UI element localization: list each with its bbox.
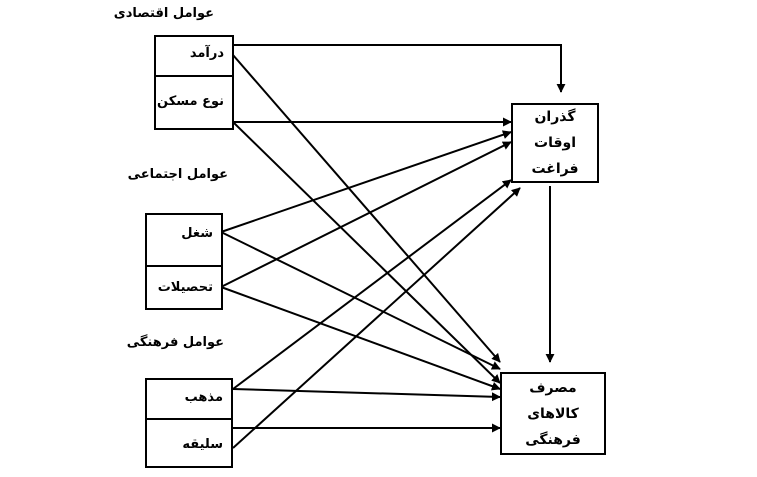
social-factors-box: شغل تحصیلات [145, 213, 223, 310]
cultural-factors-box: مذهب سلیقه [145, 378, 233, 468]
cultural-goods-consumption-box: مصرف کالاهای فرهنگی [500, 372, 606, 455]
consumption-line-1: مصرف کالاهای [527, 379, 579, 422]
factor-job: شغل [181, 226, 213, 241]
consumption-line-2: فرهنگی [525, 431, 581, 448]
arrow-job-to-consumption [220, 231, 501, 370]
arrow-religion-to-consumption [232, 388, 501, 402]
factor-taste: سلیقه [147, 418, 231, 468]
arrow-education-to-consumption [220, 286, 501, 391]
arrow-income-to-consumption [232, 54, 501, 363]
leisure-line-1: گذران اوقات [534, 109, 576, 151]
factor-income: درآمد [189, 46, 224, 61]
arrow-job-to-leisure [220, 130, 512, 233]
factor-education: تحصیلات [147, 265, 221, 310]
factor-housing-type: نوع مسکن [156, 75, 232, 130]
arrow-taste-to-leisure [232, 187, 521, 449]
group-title-social: عوامل اجتماعی [127, 167, 228, 182]
factor-religion: مذهب [184, 390, 223, 405]
arrow-housing-to-consumption [232, 121, 501, 384]
leisure-time-box: گذران اوقات فراغت [511, 103, 599, 183]
arrow-education-to-leisure [220, 141, 512, 288]
economic-factors-box: درآمد نوع مسکن [154, 35, 234, 130]
group-title-cultural: عوامل فرهنگی [126, 335, 224, 350]
leisure-line-2: فراغت [531, 161, 579, 177]
group-title-economic: عوامل اقتصادی [113, 6, 214, 21]
arrow-income-to-leisure [233, 44, 566, 93]
arrow-religion-to-leisure [232, 179, 512, 390]
